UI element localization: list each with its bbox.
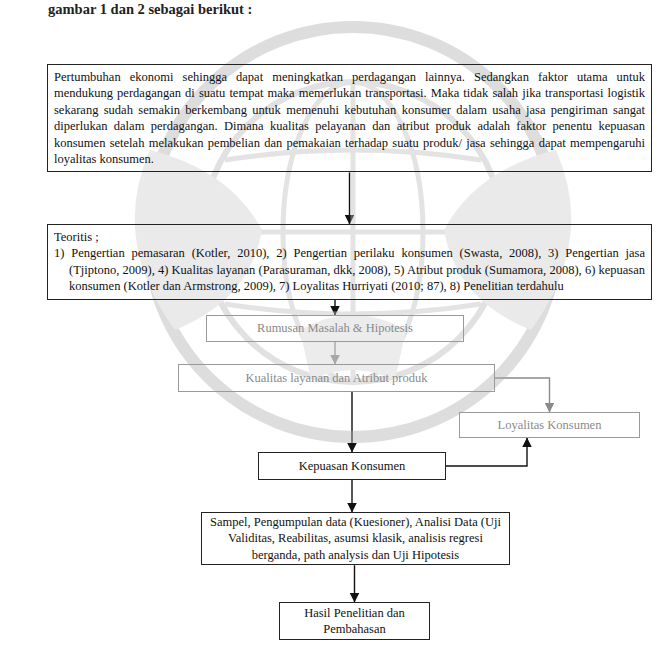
emblem-equator [203,230,503,235]
variable-box: Loyalitas Konsumen [459,412,640,438]
box-text: Sampel, Pengumpulan data (Kuesioner), An… [208,514,503,563]
result-box: Hasil Penelitian dan Pembahasan [279,602,430,640]
box-text: Hasil Penelitian dan Pembahasan [288,605,421,638]
box-text: Pertumbuhan ekonomi sehingga dapat menin… [54,69,645,167]
box-text: Loyalitas Konsumen [498,417,602,433]
flow-arrow [351,392,352,452]
flow-arrow [334,300,335,315]
flow-arrow [446,438,527,466]
process-box: Rumusan Masalah & Hipotesis [206,315,464,342]
theory-box: Teoritis ;1) Pengertian pemasaran (Kotle… [47,224,652,300]
flow-arrow [349,172,350,224]
variable-box: Kualitas layanan dan Atribut produk [178,364,495,392]
flow-arrow [495,378,550,412]
box-text: Kualitas layanan dan Atribut produk [246,370,428,386]
flow-arrow [334,342,335,364]
box-text: Kepuasan Konsumen [299,458,406,474]
box-text: Rumusan Masalah & Hipotesis [257,320,413,336]
flow-arrow [354,565,355,602]
method-box: Sampel, Pengumpulan data (Kuesioner), An… [201,512,510,565]
flow-arrow [351,480,352,512]
variable-box: Kepuasan Konsumen [258,452,446,480]
emblem-left-wing [135,150,262,330]
intro-text: gambar 1 dan 2 sebagai berikut : [48,1,252,18]
box-text: 1) Pengertian pemasaran (Kotler, 2010), … [54,245,645,294]
emblem-right-wing [444,150,571,330]
background-box: Pertumbuhan ekonomi sehingga dapat menin… [47,64,652,172]
box-heading: Teoritis ; [54,229,645,245]
